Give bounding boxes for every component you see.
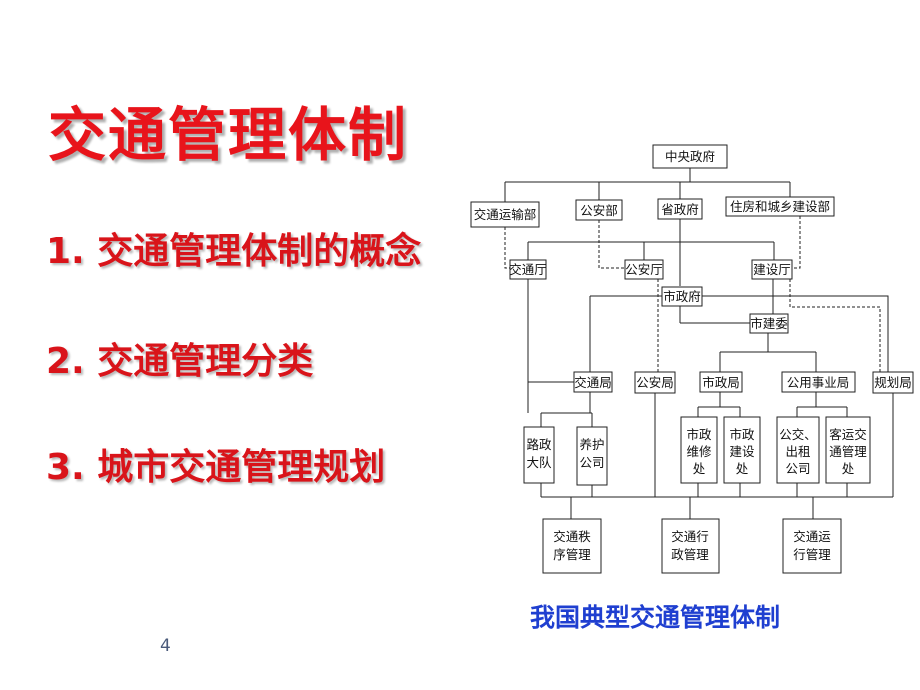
node-road-team: 路政 大队 — [523, 426, 555, 484]
connectors — [504, 168, 894, 519]
svg-text:市建委: 市建委 — [750, 316, 788, 331]
svg-text:住房和城乡建设部: 住房和城乡建设部 — [730, 199, 830, 214]
svg-text:路政: 路政 — [526, 437, 552, 452]
list-item-classification: 2. 交通管理分类 — [46, 341, 314, 382]
node-passenger-mgmt: 客运交 通管理 处 — [825, 416, 871, 484]
node-central-gov: 中央政府 — [652, 144, 728, 169]
node-prov-transport: 交通厅 — [509, 259, 547, 280]
svg-text:交通秩: 交通秩 — [553, 529, 591, 544]
slide-title: 交通管理体制 — [48, 101, 409, 169]
node-prov-police: 公安厅 — [624, 259, 664, 280]
svg-text:公交、: 公交、 — [779, 427, 817, 442]
svg-text:处: 处 — [842, 461, 855, 476]
node-municipal-construction: 市政 建设 处 — [723, 416, 761, 484]
node-city-construction-committee: 市建委 — [749, 313, 789, 334]
node-operation-mgmt: 交通运 行管理 — [782, 518, 842, 574]
list-item-concept: 1. 交通管理体制的概念 — [46, 231, 422, 272]
chart-caption: 我国典型交通管理体制 — [530, 603, 781, 632]
node-province-gov: 省政府 — [657, 198, 703, 220]
node-bus-taxi-co: 公交、 出租 公司 — [776, 416, 820, 484]
node-order-mgmt: 交通秩 序管理 — [542, 518, 602, 574]
svg-text:公用事业局: 公用事业局 — [787, 375, 850, 390]
svg-text:行管理: 行管理 — [793, 547, 831, 562]
svg-text:市政局: 市政局 — [702, 375, 740, 390]
svg-text:交通行: 交通行 — [671, 529, 709, 544]
svg-text:公安局: 公安局 — [636, 375, 674, 390]
svg-text:中央政府: 中央政府 — [665, 149, 715, 164]
svg-text:处: 处 — [693, 461, 706, 476]
svg-text:公司: 公司 — [579, 455, 604, 470]
node-municipal-repair: 市政 维修 处 — [680, 416, 718, 484]
svg-text:客运交: 客运交 — [829, 427, 867, 442]
svg-text:交通运输部: 交通运输部 — [474, 207, 537, 222]
svg-text:处: 处 — [736, 461, 749, 476]
svg-text:政管理: 政管理 — [671, 547, 709, 562]
svg-text:通管理: 通管理 — [829, 444, 867, 459]
svg-text:出租: 出租 — [785, 444, 810, 459]
svg-text:养护: 养护 — [579, 437, 604, 452]
svg-text:公安部: 公安部 — [580, 203, 618, 218]
svg-text:交通厅: 交通厅 — [509, 262, 547, 277]
svg-text:市政府: 市政府 — [663, 289, 701, 304]
node-ministry-police: 公安部 — [575, 199, 623, 221]
svg-text:规划局: 规划局 — [874, 375, 912, 390]
node-ministry-transport: 交通运输部 — [470, 201, 540, 228]
node-prov-construction: 建设厅 — [751, 259, 793, 280]
node-planning-bureau: 规划局 — [872, 371, 914, 394]
node-maintenance-co: 养护 公司 — [576, 426, 608, 486]
page-number: 4 — [160, 636, 171, 656]
node-admin-mgmt: 交通行 政管理 — [661, 518, 720, 574]
svg-text:交通运: 交通运 — [793, 529, 831, 544]
list-item-planning: 3. 城市交通管理规划 — [46, 447, 386, 488]
svg-text:序管理: 序管理 — [553, 547, 591, 562]
svg-text:大队: 大队 — [526, 455, 552, 470]
node-public-utility-bureau: 公用事业局 — [781, 371, 856, 393]
node-municipal-bureau: 市政局 — [699, 371, 743, 393]
node-ministry-housing: 住房和城乡建设部 — [725, 196, 835, 217]
svg-text:市政: 市政 — [729, 427, 755, 442]
svg-text:公安厅: 公安厅 — [625, 262, 663, 277]
svg-text:建设: 建设 — [729, 444, 755, 459]
node-police-bureau: 公安局 — [634, 371, 676, 394]
svg-text:建设厅: 建设厅 — [753, 262, 791, 277]
svg-text:交通局: 交通局 — [574, 375, 612, 390]
svg-text:省政府: 省政府 — [661, 202, 699, 217]
svg-text:市政: 市政 — [686, 427, 712, 442]
node-city-gov: 市政府 — [661, 286, 703, 307]
svg-text:公司: 公司 — [785, 461, 810, 476]
node-traffic-bureau: 交通局 — [573, 371, 613, 393]
svg-text:维修: 维修 — [686, 444, 712, 459]
